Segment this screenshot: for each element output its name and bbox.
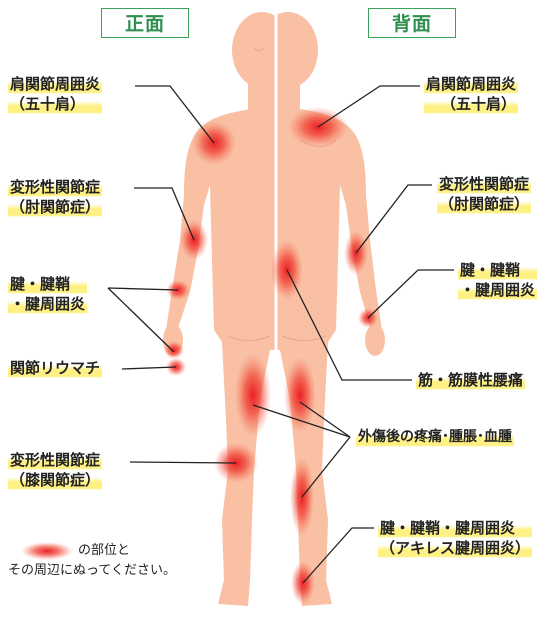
leader-rheumatism — [121, 366, 177, 370]
label-rheumatism: 関節リウマチ — [8, 358, 103, 378]
label-knee-front: 変形性関節症 （膝関節症） — [8, 450, 103, 490]
legend-spot — [21, 542, 73, 560]
label-shoulder-back: 肩関節周囲炎 （五十肩） — [424, 74, 519, 114]
label-achilles: 腱・腱鞘・腱周囲炎 （アキレス腱周囲炎） — [378, 518, 533, 558]
label-elbow-front: 変形性関節症 （肘関節症） — [8, 177, 103, 217]
label-shoulder-front: 肩関節周囲炎 （五十肩） — [8, 74, 103, 114]
label-lowback: 筋・筋膜性腰痛 — [416, 370, 526, 390]
spot-hand-front-1 — [164, 341, 184, 359]
leader-shoulder-front — [135, 85, 215, 144]
leader-trauma-thigh-front — [252, 404, 351, 438]
leader-trauma-thigh-back — [299, 401, 351, 438]
leader-wrist-front-b — [107, 287, 175, 353]
label-wrist-front: 腱・腱鞘 ・腱周囲炎 — [8, 274, 88, 314]
leader-lines — [107, 85, 454, 584]
front-view-tab: 正面 — [101, 8, 189, 38]
leader-wrist-back — [367, 269, 454, 319]
leader-achilles — [302, 527, 374, 584]
legend-text-1: の部位と — [78, 543, 131, 558]
leader-elbow-front — [134, 187, 195, 241]
spot-thigh-front — [235, 353, 271, 437]
back-view-tab: 背面 — [368, 8, 456, 38]
leader-lowback — [286, 269, 412, 381]
leader-trauma-calf-back — [301, 436, 351, 498]
spot-thigh-back — [284, 357, 316, 433]
leader-knee-front — [129, 461, 237, 464]
label-trauma: 外傷後の疼痛･腫脹･血腫 — [356, 427, 514, 447]
leader-wrist-front-a — [107, 287, 179, 291]
label-elbow-back: 変形性関節症 （肘関節症） — [437, 174, 532, 214]
leader-elbow-back — [355, 184, 432, 254]
legend-text-2: その周辺にぬってください。 — [8, 563, 176, 578]
label-wrist-back: 腱・腱鞘 ・腱周囲炎 — [458, 260, 538, 300]
leader-shoulder-back — [317, 85, 420, 128]
